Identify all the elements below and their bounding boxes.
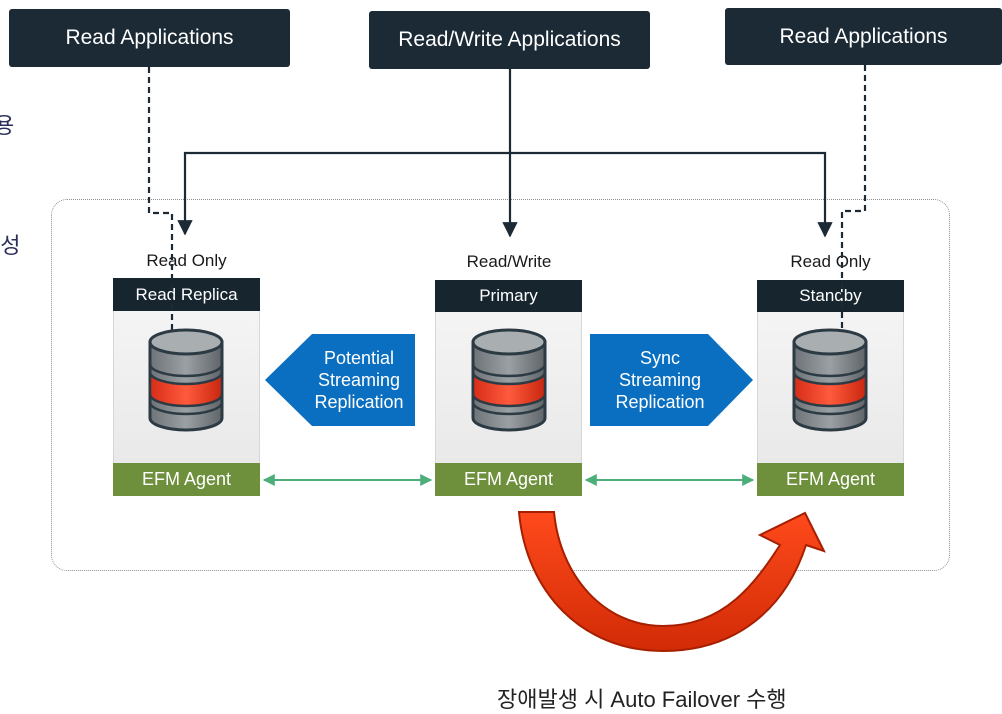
failover-arrow xyxy=(517,511,826,653)
read-applications-box-right: Read Applications xyxy=(725,8,1002,65)
role-label-standby: Read Only xyxy=(790,252,871,271)
standby-header-label: Standby xyxy=(799,286,862,305)
sync-replication-label: Sync Streaming Replication xyxy=(606,347,714,413)
sync-replication-line-2: Streaming xyxy=(618,370,702,390)
rw-routing-lines xyxy=(177,69,833,238)
read-write-applications-label: Read/Write Applications xyxy=(398,28,621,51)
primary-efm-agent-label: EFM Agent xyxy=(463,469,554,489)
potential-replication-line-1: Potential xyxy=(323,348,395,368)
side-text-top: 용 xyxy=(0,113,15,138)
role-label-primary: Read/Write xyxy=(466,252,552,271)
failover-caption: 장애발생 시 Auto Failover 수행 xyxy=(497,687,787,712)
primary-header: Primary xyxy=(435,280,582,312)
potential-replication-label: Potential Streaming Replication xyxy=(305,347,413,413)
sync-replication-line-3: Replication xyxy=(615,392,705,412)
sync-replication-arrow xyxy=(590,334,753,426)
standby-efm-agent-label: EFM Agent xyxy=(785,469,876,489)
primary-efm-agent: EFM Agent xyxy=(435,463,582,496)
database-icon-standby xyxy=(792,328,868,432)
read-write-applications-box: Read/Write Applications xyxy=(369,11,650,69)
read-applications-box-left: Read Applications xyxy=(9,9,290,67)
sync-replication-line-1: Sync xyxy=(639,348,681,368)
read-routing-dashed xyxy=(147,65,867,356)
read-applications-label-right: Read Applications xyxy=(779,24,948,48)
cluster-boundary xyxy=(51,199,950,571)
primary-header-label: Primary xyxy=(479,286,538,305)
read-applications-label-left: Read Applications xyxy=(65,26,234,49)
database-icon-primary xyxy=(471,328,547,432)
database-icon-replica xyxy=(148,328,224,432)
potential-replication-line-3: Replication xyxy=(314,392,404,412)
potential-replication-arrow xyxy=(265,334,415,426)
side-text-middle: 구성 xyxy=(0,233,21,258)
potential-replication-line-2: Streaming xyxy=(317,370,401,390)
replica-header: Read Replica xyxy=(113,278,260,311)
replica-efm-agent: EFM Agent xyxy=(113,463,260,496)
role-label-replica: Read Only xyxy=(146,251,227,270)
replica-header-label: Read Replica xyxy=(135,284,238,304)
standby-efm-agent: EFM Agent xyxy=(757,463,904,496)
standby-header: Standby xyxy=(757,280,904,312)
replica-efm-agent-label: EFM Agent xyxy=(141,469,232,489)
